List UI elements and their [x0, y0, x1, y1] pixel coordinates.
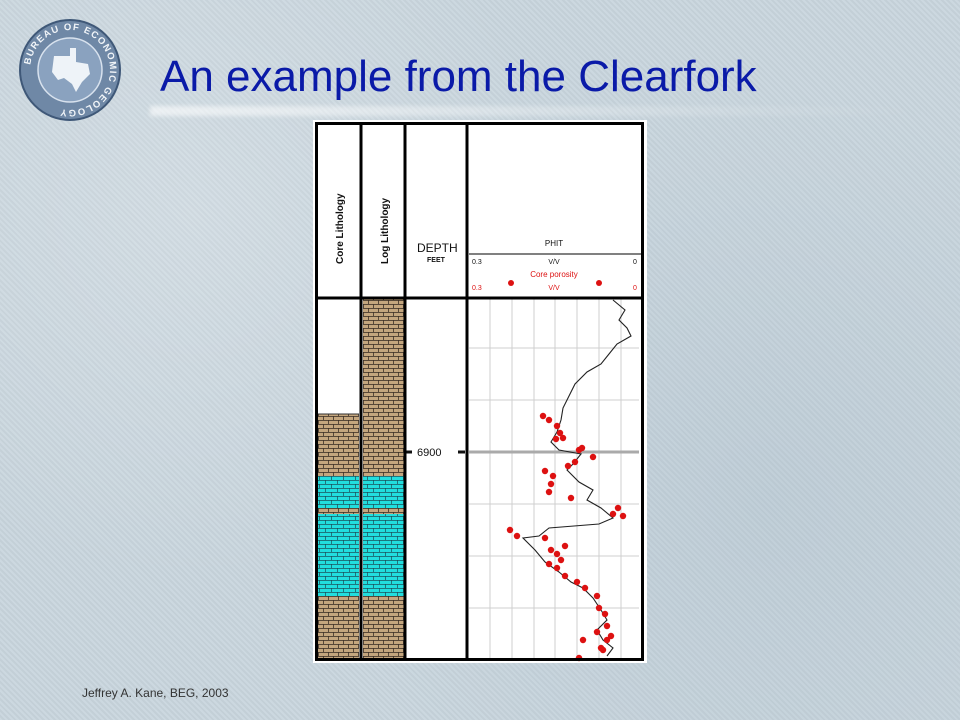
core-porosity-point	[541, 534, 549, 542]
log-lithology-label: Log Lithology	[380, 197, 391, 264]
figure-frame	[315, 122, 644, 661]
slide-title: An example from the Clearfork	[160, 52, 757, 101]
log-lithology-carbonate-upper	[363, 298, 404, 476]
footer-credit: Jeffrey A. Kane, BEG, 2003	[82, 686, 229, 700]
core-porosity-legend-dot-left	[508, 280, 514, 286]
well-log-figure: Core Lithology Log Lithology DEPTH FEET …	[313, 120, 647, 663]
log-lithology-carbonate-mid	[363, 508, 404, 514]
core-porosity-point	[619, 512, 627, 520]
core-porosity-point	[593, 628, 601, 636]
core-porosity-point	[609, 510, 617, 518]
core-porosity-point	[581, 584, 589, 592]
core-porosity-point	[545, 488, 553, 496]
core-porosity-point	[541, 467, 549, 475]
core-porosity-point	[567, 494, 575, 502]
core-lithology-limestone-upper	[318, 476, 359, 508]
core-porosity-points	[506, 412, 627, 662]
core-porosity-point	[593, 592, 601, 600]
title-underline	[150, 106, 930, 116]
core-porosity-legend-dot-right	[596, 280, 602, 286]
core-porosity-point	[513, 532, 521, 540]
phit-scale-left: 0.3	[472, 259, 482, 266]
log-lithology-limestone-lower	[363, 514, 404, 596]
depth-label: DEPTH	[417, 241, 458, 255]
core-lithology-carbonate-upper	[318, 414, 359, 476]
core-porosity-point	[553, 564, 561, 572]
core-porosity-point	[561, 542, 569, 550]
phit-scale-right: 0	[633, 259, 637, 266]
log-lithology-carbonate-lower	[363, 596, 404, 658]
core-porosity-point	[547, 480, 555, 488]
core-porosity-point	[564, 462, 572, 470]
core-porosity-point	[579, 636, 587, 644]
log-lithology-limestone-upper	[363, 476, 404, 508]
core-porosity-point	[545, 416, 553, 424]
core-porosity-point	[595, 604, 603, 612]
beg-logo: BUREAU OF ECONOMIC GEOLOGY	[19, 19, 121, 121]
core-porosity-point	[549, 472, 557, 480]
phit-unit: V/V	[548, 259, 560, 266]
core-porosity-point	[553, 422, 561, 430]
core-porosity-unit: V/V	[548, 285, 560, 292]
phit-curve	[521, 299, 632, 657]
core-porosity-point	[607, 632, 615, 640]
core-porosity-point	[506, 526, 514, 534]
core-porosity-point	[559, 434, 567, 442]
core-porosity-point	[601, 610, 609, 618]
core-lithology-carbonate-lower	[318, 596, 359, 658]
core-porosity-scale-left: 0.3	[472, 285, 482, 292]
core-lithology-carbonate-mid	[318, 508, 359, 514]
core-porosity-point	[557, 556, 565, 564]
core-porosity-point	[589, 453, 597, 461]
core-porosity-point	[539, 412, 547, 420]
core-porosity-point	[578, 444, 586, 452]
core-porosity-point	[603, 622, 611, 630]
core-porosity-point	[556, 429, 564, 437]
core-porosity-point	[545, 560, 553, 568]
phit-curve-name: PHIT	[545, 239, 563, 248]
core-lithology-label: Core Lithology	[335, 193, 346, 264]
core-porosity-point	[597, 644, 605, 652]
core-porosity-point	[552, 435, 560, 443]
core-porosity-point	[614, 504, 622, 512]
core-porosity-point	[553, 550, 561, 558]
core-porosity-name: Core porosity	[530, 270, 578, 279]
core-porosity-point	[603, 636, 611, 644]
core-porosity-point	[547, 546, 555, 554]
core-porosity-point	[561, 572, 569, 580]
depth-unit-label: FEET	[427, 257, 446, 264]
core-porosity-scale-right: 0	[633, 285, 637, 292]
core-porosity-point	[573, 578, 581, 586]
texas-map-icon	[52, 48, 90, 92]
core-porosity-point	[571, 458, 579, 466]
core-lithology-limestone-lower	[318, 514, 359, 596]
depth-marker-label: 6900	[417, 447, 441, 459]
